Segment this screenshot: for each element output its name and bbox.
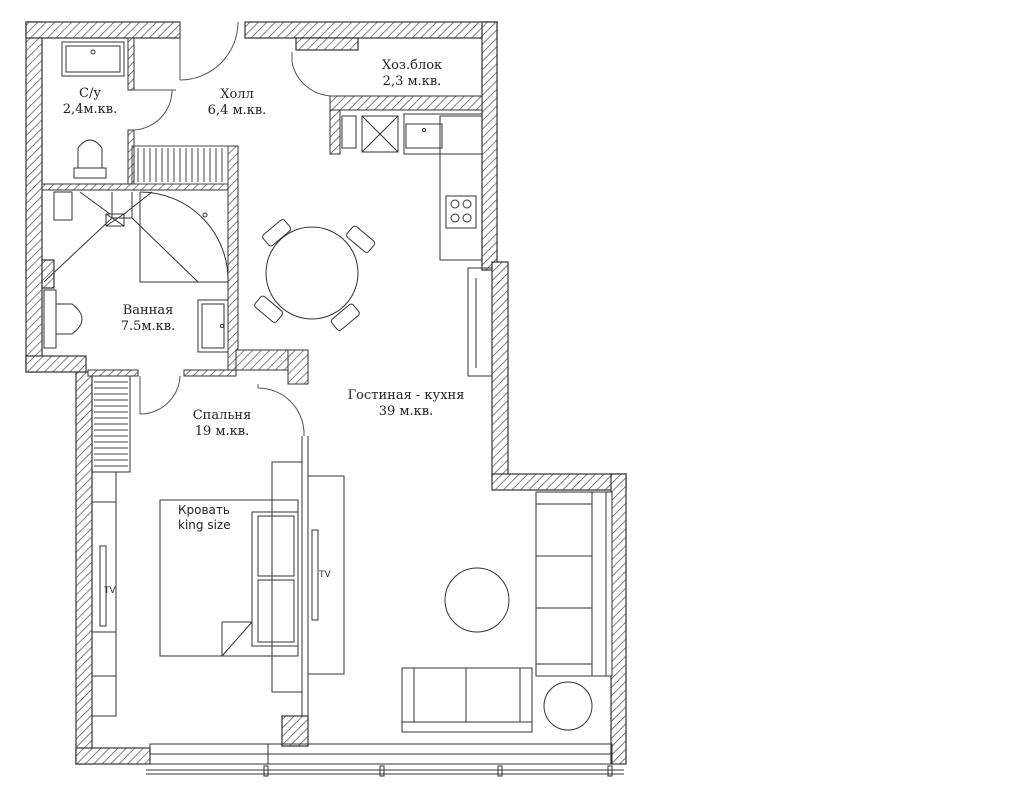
hall-wardrobe	[131, 145, 229, 185]
room-label-toilet: С/у 2,4м.кв.	[52, 86, 128, 118]
door-swings	[131, 21, 335, 436]
bathroom-fixtures	[43, 191, 229, 353]
bed	[159, 461, 303, 693]
room-label-bedroom: Спальня 19 м.кв.	[180, 408, 264, 440]
bed-label-line1: Кровать	[178, 503, 230, 517]
living-furniture	[401, 491, 613, 733]
room-name: Гостиная - кухня	[347, 388, 465, 403]
toilet-fixtures	[61, 41, 125, 179]
room-name: С/у	[79, 86, 101, 101]
room-label-living-kitchen: Гостиная - кухня 39 м.кв.	[340, 388, 472, 420]
room-label-storage: Хоз.блок 2,3 м.кв.	[368, 58, 456, 90]
tv-label-bedroom-left: TV	[104, 586, 116, 596]
room-area: 2,3 м.кв.	[382, 74, 442, 89]
room-name: Холл	[220, 87, 254, 102]
bed-label: Кровать king size	[178, 503, 231, 533]
bed-label-line2: king size	[178, 518, 231, 532]
kitchen-fixtures	[403, 113, 493, 377]
partition-tv-wall	[301, 436, 345, 716]
room-name: Спальня	[192, 408, 252, 423]
room-name: Хоз.блок	[381, 58, 443, 73]
room-area: 19 м.кв.	[194, 424, 250, 439]
bedroom-wardrobe	[91, 375, 131, 717]
room-area: 2,4м.кв.	[62, 102, 118, 117]
tv-label-partition: TV	[319, 570, 331, 580]
room-label-hall: Холл 6,4 м.кв.	[196, 87, 278, 119]
room-name: Ванная	[122, 303, 174, 318]
room-label-bathroom: Ванная 7.5м.кв.	[108, 303, 188, 335]
windows	[146, 743, 624, 777]
room-area: 7.5м.кв.	[120, 319, 176, 334]
room-area: 6,4 м.кв.	[207, 103, 267, 118]
storage-fixtures	[341, 115, 399, 153]
dining-set	[254, 219, 376, 331]
room-area: 39 м.кв.	[378, 404, 434, 419]
